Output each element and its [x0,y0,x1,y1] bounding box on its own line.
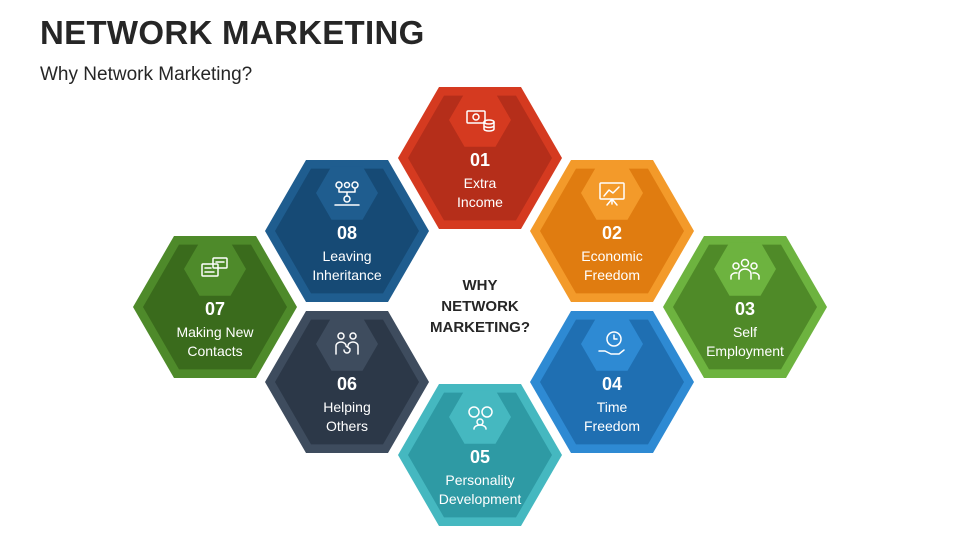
icon-badge [581,317,643,371]
hexagon-inner [540,168,684,294]
item-label-line: Leaving [322,248,371,264]
icon-badge [449,390,511,444]
hexagon-inner [275,168,419,294]
center-label: WHY NETWORK MARKETING? [405,275,555,338]
item-number: 06 [337,374,357,394]
center-line-2: NETWORK [441,298,519,315]
presentation-board-icon [599,182,625,206]
hexagon-inner [673,244,817,370]
icon-badge [184,242,246,296]
family-tree-icon [334,181,360,206]
item-label-line: Making New [176,324,254,340]
center-line-1: WHY [462,277,498,294]
item-number: 08 [337,223,357,243]
hexagon-inner [275,319,419,445]
item-label-line: Contacts [187,343,242,359]
item-label-line: Freedom [584,267,640,283]
item-number: 03 [735,299,755,319]
item-label-line: Freedom [584,418,640,434]
item-label-line: Self [733,324,757,340]
item-label-line: Personality [445,472,514,488]
item-number: 01 [470,150,490,170]
center-line-3: MARKETING? [430,319,530,336]
helping-hands-icon [335,332,359,355]
hexagon-inner [408,392,552,518]
clock-hand-icon [598,331,625,355]
item-number: 02 [602,223,622,243]
slide-subtitle: Why Network Marketing? [40,64,253,85]
item-number: 05 [470,447,490,467]
item-label-line: Development [439,491,522,507]
item-label-line: Others [326,418,368,434]
item-label-line: Extra [464,175,497,191]
item-number: 07 [205,299,225,319]
item-label-line: Employment [706,343,784,359]
icon-badge [316,317,378,371]
item-label-line: Helping [323,399,370,415]
item-label-line: Time [597,399,628,415]
hexagon-inner [540,319,684,445]
hexagon-inner [408,95,552,221]
team-people-icon [730,258,760,280]
hexagon-inner [143,244,287,370]
icon-badge [449,93,511,147]
faces-people-icon [468,406,493,430]
item-label-line: Inheritance [312,267,381,283]
item-label-line: Income [457,194,503,210]
money-coins-icon [466,110,495,132]
item-label-line: Economic [581,248,642,264]
slide-title: NETWORK MARKETING [40,14,425,51]
item-number: 04 [602,374,622,394]
contact-cards-icon [201,257,228,277]
